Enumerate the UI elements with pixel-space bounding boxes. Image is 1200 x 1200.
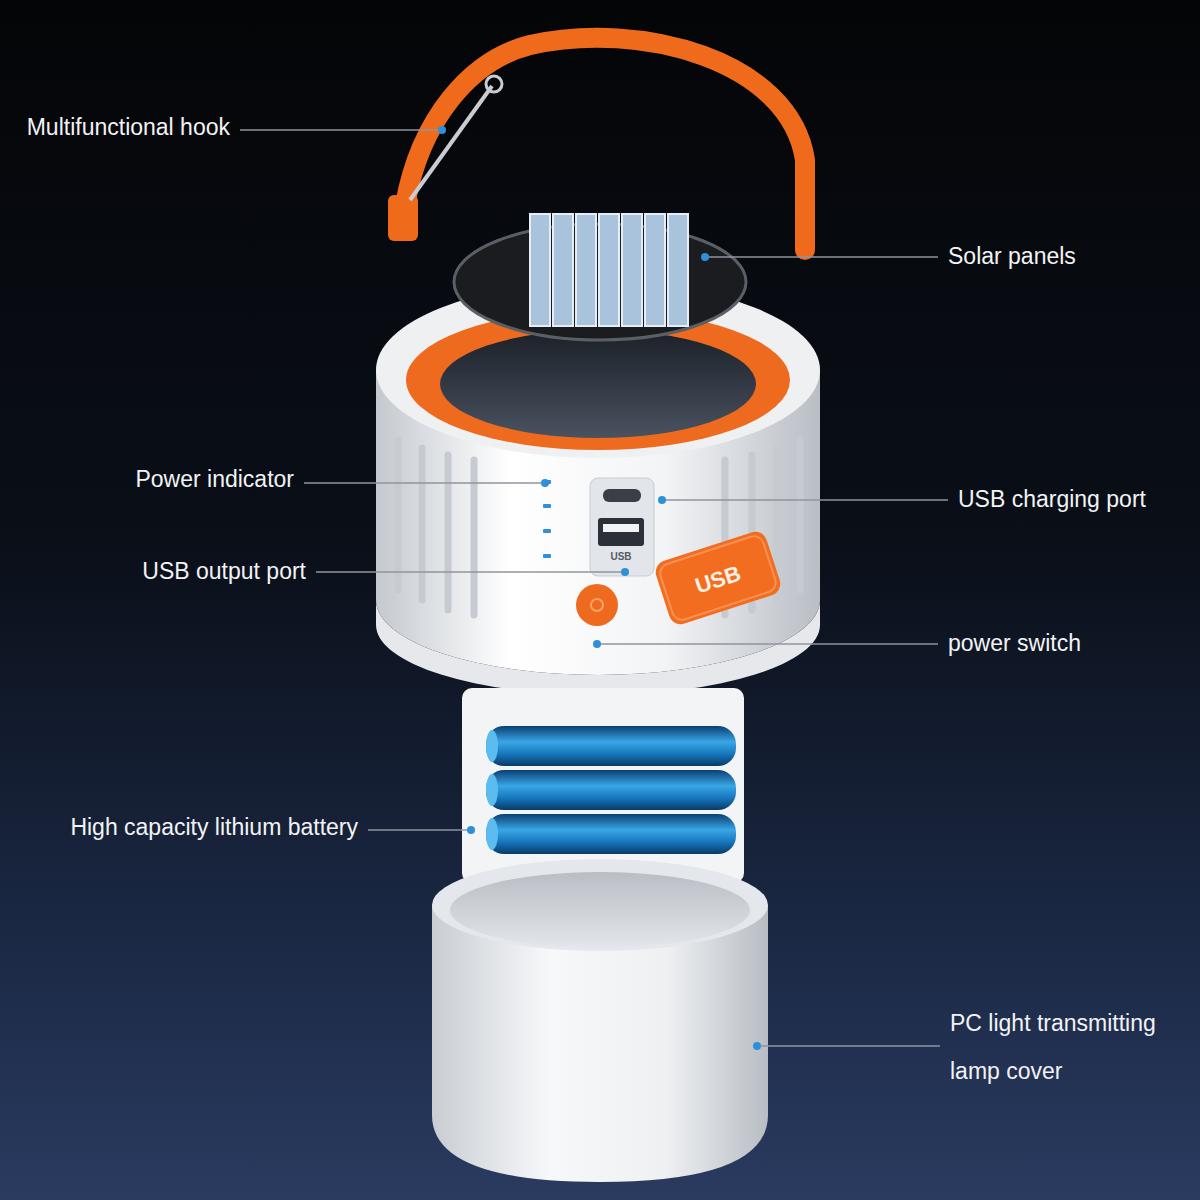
part-label: USB output port bbox=[142, 558, 306, 586]
part-label: Solar panels bbox=[948, 243, 1076, 271]
part-label: power switch bbox=[948, 630, 1081, 658]
part-label: Power indicator bbox=[135, 466, 294, 494]
port-marking: USB bbox=[610, 551, 631, 563]
part-label: High capacity lithium battery bbox=[70, 814, 358, 842]
part-label: Multifunctional hook bbox=[27, 114, 230, 142]
part-label: PC light transmitting lamp cover bbox=[950, 999, 1185, 1095]
part-label: USB charging port bbox=[958, 486, 1146, 514]
